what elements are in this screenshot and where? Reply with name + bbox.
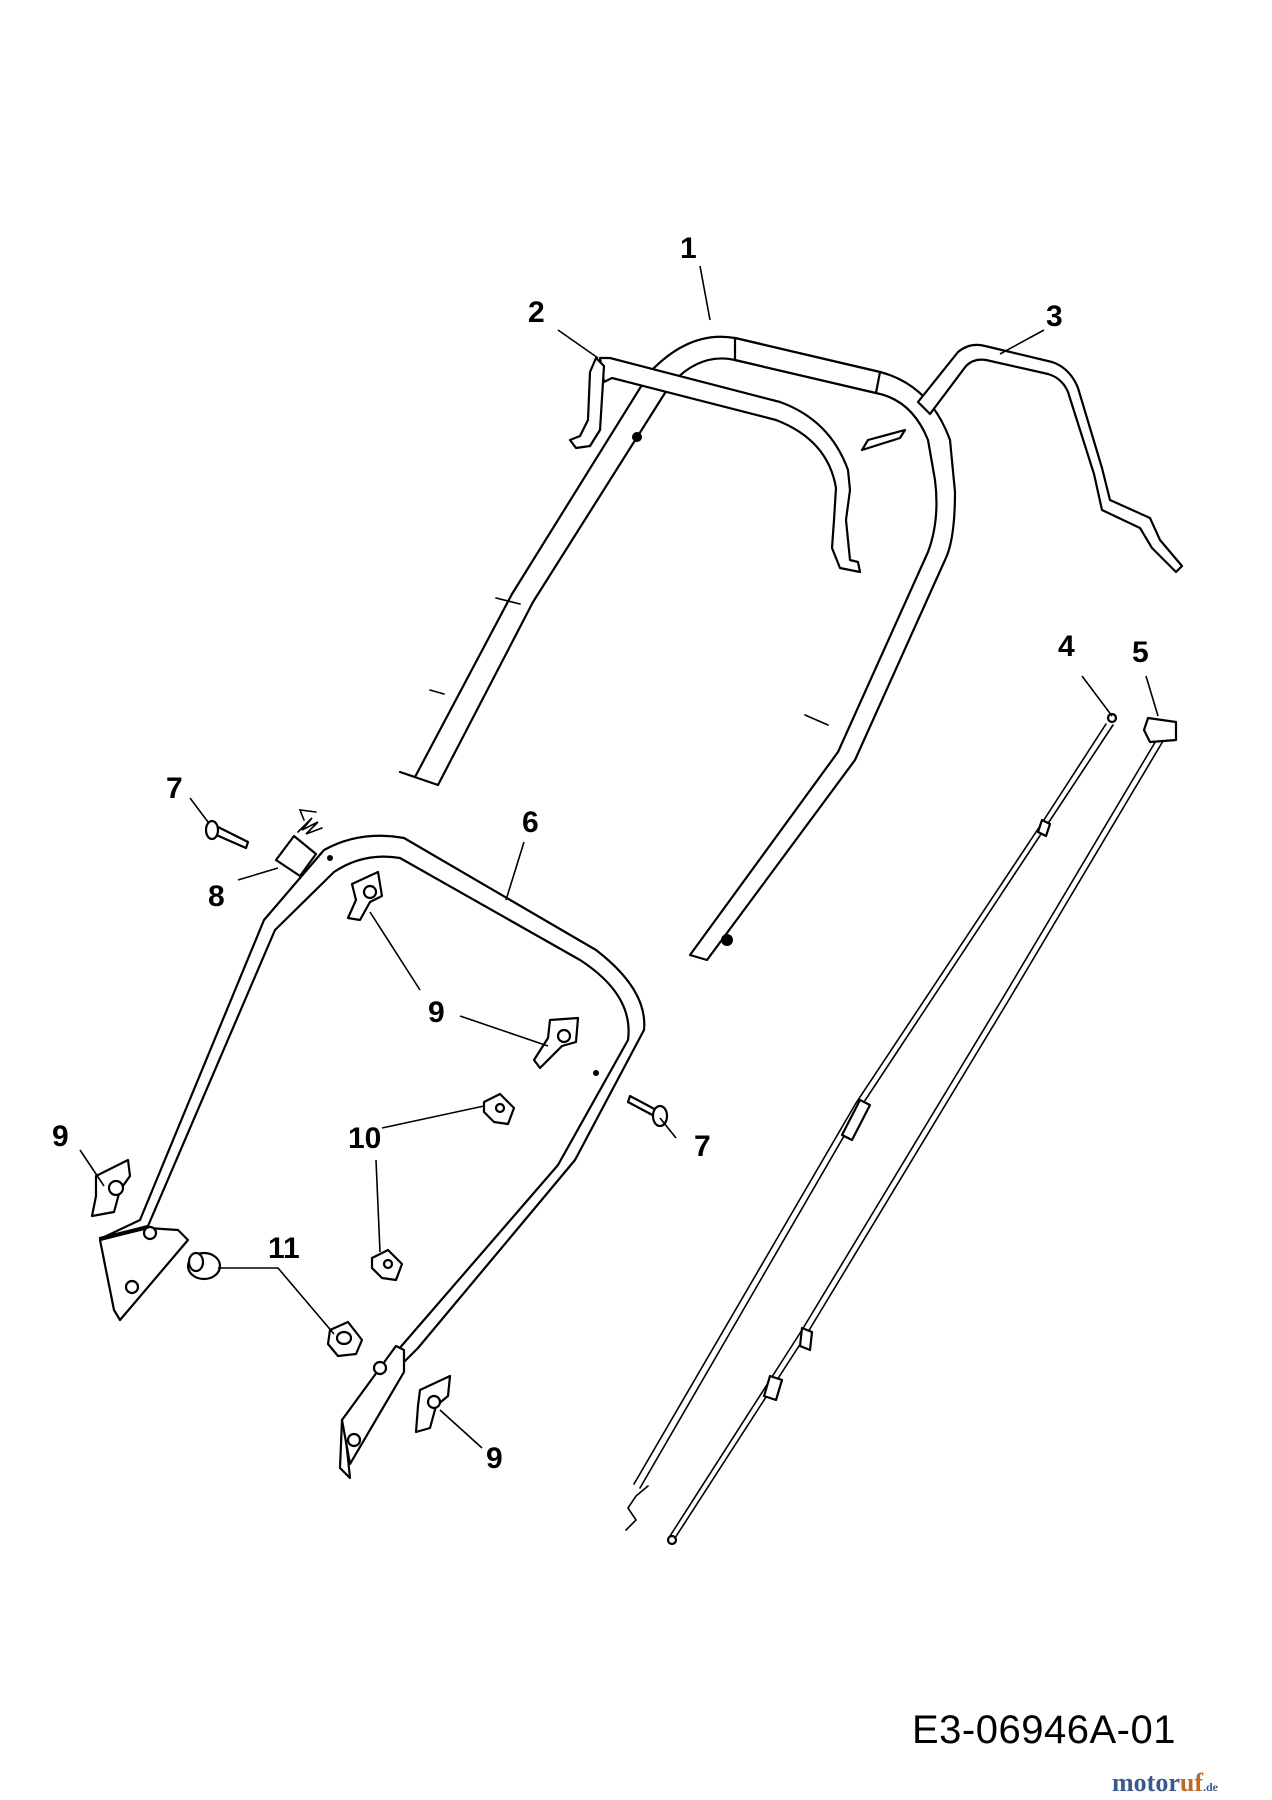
callout-6: 6 bbox=[522, 806, 539, 839]
wing-knob-part-9-c bbox=[90, 1158, 132, 1218]
cable-part-5 bbox=[666, 716, 1178, 1546]
cable-clip-part-10-upper bbox=[482, 1092, 516, 1126]
callout-8: 8 bbox=[208, 880, 225, 913]
callout-9-upper: 9 bbox=[428, 996, 445, 1029]
callout-10: 10 bbox=[348, 1122, 381, 1155]
drive-bail-part-3 bbox=[916, 343, 1184, 574]
callout-11: 11 bbox=[268, 1232, 300, 1265]
watermark-logo: motoruf.de bbox=[1112, 1768, 1218, 1797]
upper-handle-part-1 bbox=[398, 335, 957, 962]
cable-clip-part-10-lower bbox=[370, 1248, 404, 1282]
callout-9-lower: 9 bbox=[486, 1442, 503, 1475]
bolt-part-7-upper bbox=[204, 819, 250, 850]
wing-knob-part-9-d bbox=[414, 1374, 452, 1434]
callout-7-lower: 7 bbox=[694, 1130, 711, 1163]
wing-knob-part-9-b bbox=[532, 1016, 580, 1070]
callout-7-upper: 7 bbox=[166, 772, 183, 805]
callout-3: 3 bbox=[1046, 300, 1063, 333]
knob-part-11 bbox=[186, 1251, 222, 1281]
callout-1: 1 bbox=[680, 232, 697, 265]
callout-2: 2 bbox=[528, 296, 545, 329]
callout-9-left: 9 bbox=[52, 1120, 69, 1153]
cable-part-4 bbox=[625, 712, 1118, 1531]
leader-lines bbox=[79, 265, 1159, 1449]
clip-part-8 bbox=[274, 809, 323, 878]
bushing-part-11 bbox=[326, 1320, 364, 1358]
callout-4: 4 bbox=[1058, 630, 1075, 663]
control-bail-part-2 bbox=[568, 356, 907, 574]
bolt-part-7-lower bbox=[626, 1094, 669, 1128]
diagram-code: E3-06946A-01 bbox=[912, 1708, 1176, 1752]
wing-knob-part-9-a bbox=[346, 870, 384, 922]
lower-handle-part-6 bbox=[98, 834, 646, 1480]
callout-labels: 1 2 3 4 5 6 7 8 9 9 9 9 10 11 7 bbox=[52, 232, 1149, 1475]
callout-5: 5 bbox=[1132, 636, 1149, 669]
